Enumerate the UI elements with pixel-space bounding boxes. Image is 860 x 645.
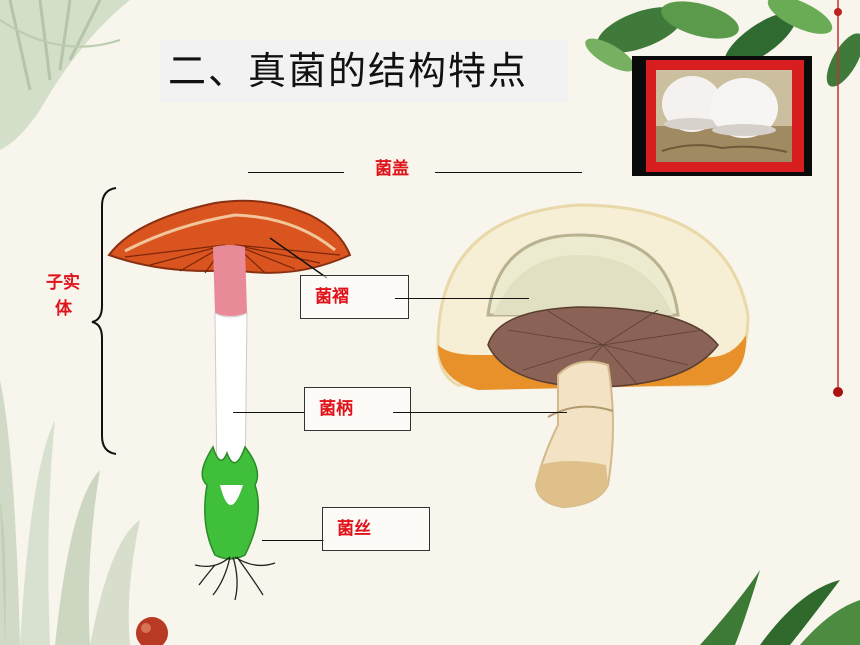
gills-pointer-line: [395, 298, 529, 299]
hyphae-label-box: 菌丝: [322, 507, 430, 551]
hyphae-roots: [194, 556, 276, 601]
leaves-top-right: [585, 0, 860, 87]
grass-bottom-left: [0, 380, 140, 645]
mushroom-diagram-left: [107, 199, 352, 601]
cap-blank-right: [435, 172, 582, 173]
stalk-pointer-line-left: [233, 412, 305, 413]
fruiting-body-label-line1: 子实: [46, 273, 80, 293]
fruiting-body-brace: [91, 187, 117, 455]
hanging-bead: [833, 387, 843, 397]
mushroom-photo: [632, 56, 812, 176]
fruiting-body-label-line2: 体: [55, 299, 72, 319]
cross-section-gills: [487, 306, 719, 388]
cap-label: 菌盖: [375, 159, 409, 179]
stalk-upper: [213, 245, 247, 316]
gills-leader: [269, 237, 328, 279]
palm-leaf-top-left: [0, 0, 130, 150]
cap-blank-left: [248, 172, 344, 173]
mushroom-diagram-right: [436, 203, 750, 509]
slide-title: 二、真菌的结构特点: [160, 40, 568, 102]
hanging-bead-top: [834, 8, 842, 16]
hyphae-pointer-line: [262, 540, 324, 541]
stalk-pointer-line-right: [393, 412, 567, 413]
fruit-icon: [136, 617, 168, 645]
gills-label-box: 菌褶: [300, 275, 409, 319]
leaves-bottom-right: [700, 570, 860, 645]
stalk-label-box: 菌柄: [304, 387, 411, 431]
